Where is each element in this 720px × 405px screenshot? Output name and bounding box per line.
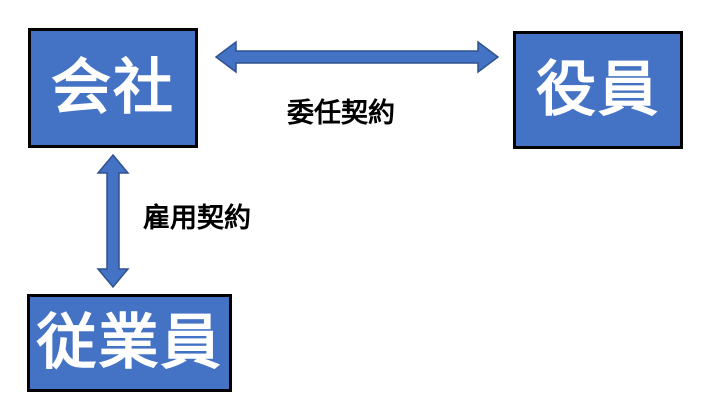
company-node-label: 会社 (51, 53, 175, 123)
company-node: 会社 (28, 28, 198, 148)
delegation-arrow-icon (214, 40, 500, 74)
officer-node-label: 役員 (536, 55, 660, 125)
employee-node: 従業員 (27, 294, 232, 392)
employee-node-label: 従業員 (36, 308, 223, 378)
delegation-contract-label: 委任契約 (287, 98, 395, 129)
officer-node: 役員 (513, 31, 683, 149)
employment-contract-label: 雇用契約 (143, 203, 251, 234)
employment-arrow-icon (96, 153, 130, 289)
